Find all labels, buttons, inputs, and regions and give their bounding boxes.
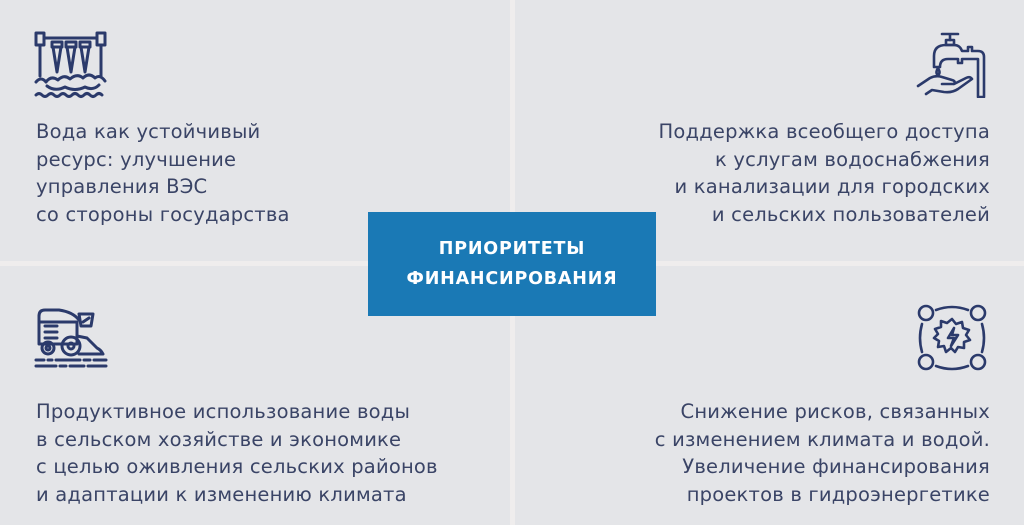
- text-line: Снижение рисков, связанных: [680, 400, 990, 423]
- text-line: Вода как устойчивый: [36, 120, 261, 143]
- text-line: в сельском хозяйстве и экономике: [36, 427, 402, 451]
- text-line: Продуктивное использование воды: [36, 400, 411, 423]
- quadrant-text-bottom-left: Продуктивное использование воды в сельск…: [36, 398, 438, 508]
- text-line: Поддержка всеобщего доступа: [658, 120, 990, 143]
- quadrant-text-top-left: Вода как устойчивый ресурс: улучшение уп…: [36, 118, 290, 228]
- combine-harvester-icon: [33, 302, 109, 372]
- text-line: к услугам водоснабжения: [715, 147, 990, 171]
- text-line: со стороны государства: [36, 202, 290, 226]
- quadrant-text-bottom-right: Снижение рисков, связанных с изменением …: [655, 398, 990, 508]
- text-line: проектов в гидроэнергетике: [686, 482, 990, 506]
- text-line: и сельских пользователей: [711, 202, 990, 226]
- center-title-line: ФИНАНСИРОВАНИЯ: [406, 269, 618, 289]
- water-tap-hand-icon: [914, 28, 990, 98]
- center-title-box: ПРИОРИТЕТЫ ФИНАНСИРОВАНИЯ: [368, 212, 656, 316]
- text-line: с целью оживления сельских районов: [36, 455, 438, 478]
- text-line: и адаптации к изменению климата: [36, 482, 407, 506]
- center-title-line: ПРИОРИТЕТЫ: [438, 239, 586, 259]
- text-line: с изменением климата и водой.: [654, 427, 990, 451]
- energy-gear-network-icon: [914, 302, 990, 372]
- text-line: Увеличение финансирования: [682, 455, 990, 478]
- text-line: ресурс: улучшение: [36, 147, 237, 171]
- text-line: управления ВЭС: [36, 175, 208, 198]
- quadrant-text-top-right: Поддержка всеобщего доступа к услугам во…: [659, 118, 990, 228]
- hydroelectric-dam-icon: [33, 30, 109, 100]
- text-line: и канализации для городских: [674, 175, 990, 198]
